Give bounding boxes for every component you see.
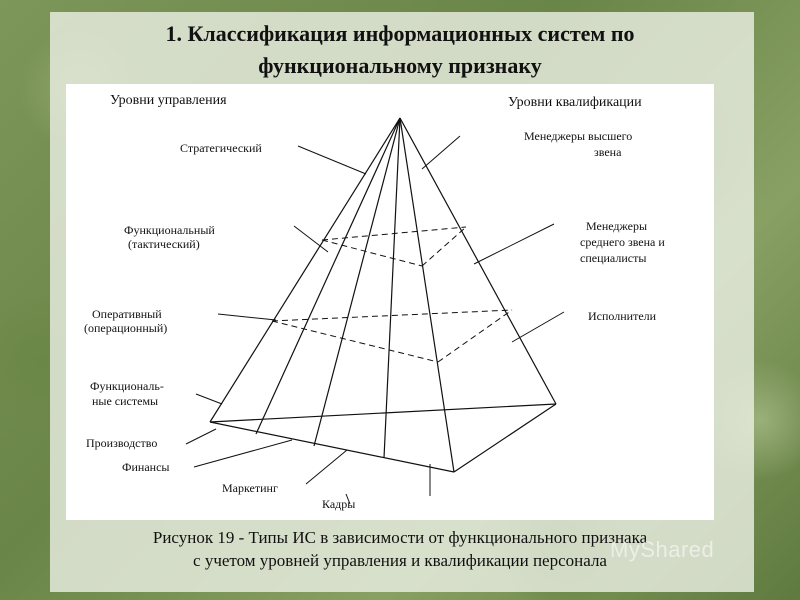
title-line-2: функциональному признаку: [258, 53, 542, 78]
label-executors: Исполнители: [588, 309, 657, 323]
pyramid-diagram: Уровни управления Уровни квалификации Ст…: [84, 93, 665, 511]
label-operative-2: (операционный): [84, 321, 167, 335]
level-operative-back: [271, 309, 513, 322]
right-heading: Уровни квалификации: [508, 95, 642, 110]
watermark-logo: MyShared: [610, 537, 715, 562]
label-finance: Финансы: [122, 460, 169, 474]
leader-functional: [293, 225, 329, 253]
level-operative-right: [437, 309, 513, 363]
label-operative-1: Оперативный: [92, 307, 162, 321]
level-tactical-back: [321, 226, 467, 241]
leader-production: [185, 428, 217, 445]
label-func-systems-1: Функциональ-: [90, 379, 164, 393]
leader-marketing: [305, 449, 348, 485]
edge-right: [399, 117, 557, 405]
leader-executors: [511, 311, 565, 343]
sector-line-3: [383, 117, 401, 459]
level-tactical-right: [421, 226, 467, 267]
leader-top-managers: [421, 135, 461, 170]
label-functional-1: Функциональный: [124, 223, 215, 237]
label-mid-managers-2: среднего звена и: [580, 235, 665, 249]
label-mid-managers-3: специалисты: [580, 251, 646, 265]
label-functional-2: (тактический): [128, 237, 200, 251]
edge-front: [399, 117, 455, 473]
leader-operative: [217, 313, 277, 321]
base-front-right: [453, 403, 557, 473]
label-strategic: Стратегический: [180, 141, 262, 155]
label-func-systems-2: ные системы: [92, 394, 158, 408]
label-top-managers-1: Менеджеры высшего: [524, 129, 632, 143]
leader-hr: [345, 493, 351, 505]
figure-caption: Рисунок 19 - Типы ИС в зависимости от фу…: [60, 526, 740, 572]
leader-finance: [193, 439, 293, 468]
label-production: Производство: [86, 436, 157, 450]
level-operative-front: [271, 320, 439, 363]
sector-line-2: [313, 117, 401, 447]
pyramid-figure: Уровни управления Уровни квалификации Ст…: [66, 84, 714, 520]
level-tactical-front: [321, 239, 423, 267]
slide-title: 1. Классификация информационных систем п…: [60, 18, 740, 82]
left-heading: Уровни управления: [110, 93, 227, 108]
label-mid-managers-1: Менеджеры: [586, 219, 647, 233]
label-top-managers-2: звена: [594, 145, 622, 159]
leader-func-systems: [195, 393, 223, 405]
edge-left: [209, 117, 401, 423]
leader-mid-managers: [473, 223, 555, 265]
label-marketing: Маркетинг: [222, 481, 278, 495]
sector-line-1: [255, 117, 401, 435]
caption-line-1: Рисунок 19 - Типы ИС в зависимости от фу…: [152, 528, 648, 547]
base-front-left: [209, 421, 455, 473]
base-back: [209, 403, 557, 423]
leader-strategic: [297, 145, 367, 175]
label-hr: Кадры: [322, 497, 355, 511]
caption-line-2: с учетом уровней управления и квалификац…: [193, 551, 607, 570]
title-line-1: 1. Классификация информационных систем п…: [165, 21, 635, 46]
